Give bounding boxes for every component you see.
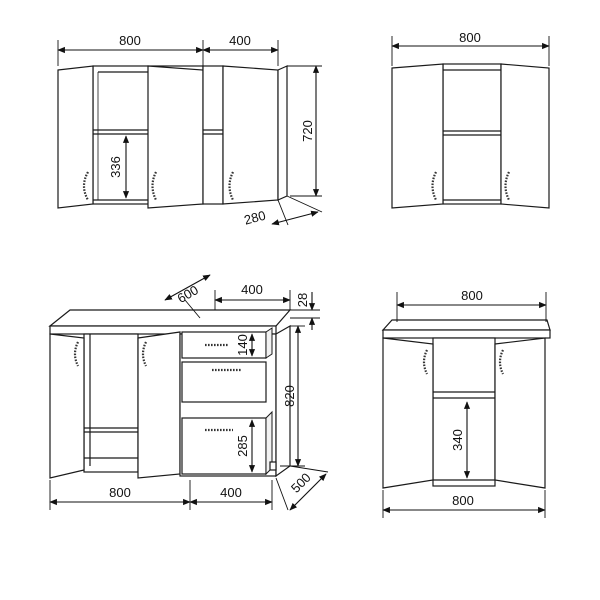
door-right [147, 65, 204, 209]
door-left [49, 333, 85, 479]
drawer-side [265, 327, 273, 359]
top-width-label: 800 [461, 288, 483, 303]
floor-depth-label: 500 [288, 470, 314, 496]
dim-line-floor-depth [289, 473, 327, 511]
door-handle [73, 341, 79, 367]
door-right [500, 63, 550, 209]
shelf-gap-label: 336 [108, 156, 123, 178]
extension-line [286, 195, 323, 213]
depth-label: 600 [175, 282, 201, 306]
door-left [57, 65, 94, 209]
width-label: 800 [119, 33, 141, 48]
dim-line-depth [164, 274, 211, 301]
height-label: 720 [300, 120, 315, 142]
extension-line [289, 465, 329, 473]
door-right [494, 337, 546, 489]
bottom-width-label: 800 [109, 485, 131, 500]
base-cabinet-narrow: 800 340 800 [381, 288, 551, 518]
side-panel [277, 65, 288, 201]
side-width-label: 400 [229, 33, 251, 48]
door-left [391, 63, 444, 209]
bottom-drawer-width-label: 400 [220, 485, 242, 500]
top-thickness-label: 28 [295, 293, 310, 307]
base-cabinet-wide: 600 400 28 140 285 820 500 800 [48, 274, 329, 511]
depth-label: 280 [242, 208, 267, 228]
shelf-gap-label: 340 [450, 429, 465, 451]
door-handle [422, 349, 428, 375]
countertop [48, 309, 292, 327]
wall-cabinet-wide: 800 400 720 280 336 [57, 33, 323, 228]
dim-line-depth [271, 210, 319, 226]
door-handle [141, 341, 147, 367]
bottom-width-label: 800 [452, 493, 474, 508]
door-handle [498, 349, 504, 375]
cabinet-body [432, 337, 496, 487]
drawer-width-label: 400 [241, 282, 263, 297]
door-side [222, 65, 279, 205]
side-module-body [202, 65, 224, 205]
drawer-middle [181, 361, 267, 403]
width-label: 800 [459, 30, 481, 45]
cabinet-body [83, 333, 139, 473]
countertop [381, 319, 551, 331]
countertop-edge [382, 329, 551, 339]
extension-line [275, 477, 289, 511]
height-label: 820 [282, 385, 297, 407]
extension-line [184, 299, 201, 319]
door-left [382, 337, 434, 489]
cabinet-foot [269, 461, 277, 471]
cabinet-body [442, 63, 502, 205]
drawer-top-label: 140 [235, 334, 250, 356]
wall-cabinet-narrow: 800 [391, 30, 550, 209]
drawer-bottom [181, 417, 267, 475]
drawer-bottom-label: 285 [235, 435, 250, 457]
door-right [137, 331, 181, 479]
